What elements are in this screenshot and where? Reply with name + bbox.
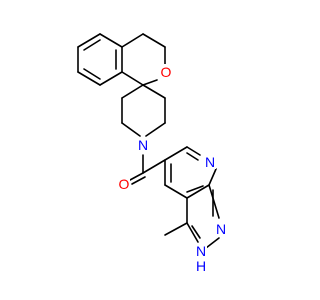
bond bbox=[121, 71, 144, 86]
bond bbox=[164, 146, 188, 161]
bond bbox=[99, 71, 123, 86]
bond bbox=[142, 84, 166, 99]
double-bond bbox=[129, 172, 144, 181]
bond bbox=[186, 146, 201, 156]
atom-label-piperidine-nitrogen: N bbox=[138, 137, 148, 153]
double-bond-inner bbox=[83, 39, 101, 51]
atom-label-pyrazole-nitrogen: N bbox=[216, 221, 226, 237]
bond bbox=[142, 33, 166, 48]
double-bond-inner bbox=[186, 185, 204, 193]
bond bbox=[164, 184, 188, 199]
double-bond-inner bbox=[186, 152, 199, 161]
bond bbox=[77, 71, 101, 86]
double-bond-inner bbox=[83, 68, 101, 80]
atom-label-carbonyl-oxygen: O bbox=[119, 176, 130, 192]
bond bbox=[164, 222, 188, 236]
bond bbox=[186, 184, 210, 199]
bond bbox=[145, 122, 166, 137]
bond-layer bbox=[77, 33, 220, 249]
bond bbox=[121, 33, 144, 48]
bond bbox=[121, 84, 144, 99]
bond bbox=[186, 222, 199, 243]
double-bond bbox=[131, 176, 146, 185]
bond bbox=[142, 79, 158, 86]
double-bond-inner bbox=[191, 225, 201, 239]
molecule-structure-diagram: O N O N N N H bbox=[77, 33, 227, 274]
atom-label-pyrazole-nh-nitrogen: N bbox=[196, 243, 206, 259]
atom-label-nh-hydrogen: H bbox=[196, 258, 206, 274]
atom-label-pyridine-nitrogen: N bbox=[205, 154, 215, 170]
bond bbox=[205, 237, 220, 249]
bond bbox=[99, 33, 123, 48]
bond bbox=[208, 168, 217, 186]
bond bbox=[142, 159, 166, 174]
bond bbox=[208, 184, 220, 219]
atom-label-ring-oxygen: O bbox=[161, 64, 172, 80]
atom-label-layer: O N O N N N H bbox=[118, 64, 227, 274]
bond bbox=[77, 33, 101, 48]
bond bbox=[121, 122, 141, 137]
